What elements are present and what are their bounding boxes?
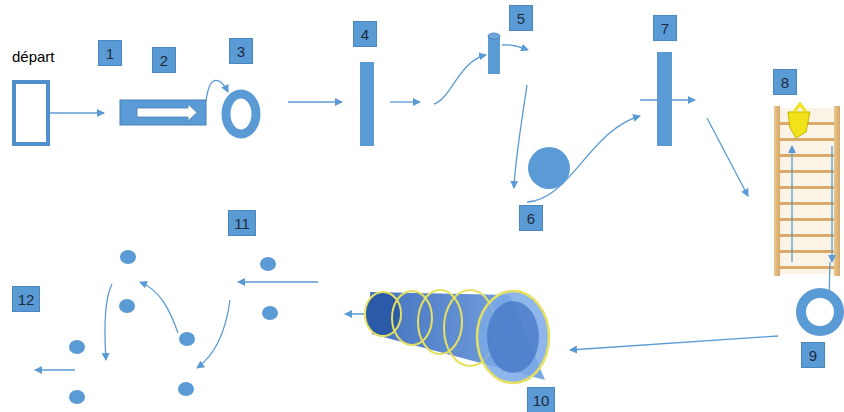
callout-number: 9: [801, 342, 825, 368]
callout-number: 7: [653, 15, 677, 41]
start-label: départ: [12, 48, 55, 65]
post: [360, 62, 374, 146]
ball: [528, 147, 570, 189]
callout-number: 8: [773, 69, 797, 95]
callout-number: 12: [12, 286, 40, 312]
callout-text: 5: [517, 11, 525, 26]
callout-number: 11: [228, 210, 256, 236]
callout-text: 6: [527, 211, 535, 226]
callout-text: 4: [361, 27, 369, 42]
tunnel: [365, 290, 549, 383]
callout-number: 3: [229, 38, 253, 64]
callout-text: 2: [160, 53, 168, 68]
callout-text: 7: [661, 21, 669, 36]
cone-top: [488, 33, 500, 39]
callout-text: 10: [533, 393, 550, 408]
callout-text: 3: [237, 44, 245, 59]
callout-number: 2: [152, 47, 176, 73]
callout-number: 5: [509, 5, 533, 31]
callout-number: 1: [98, 40, 122, 66]
callout-text: 11: [234, 216, 250, 231]
post: [657, 52, 672, 146]
hoop: [801, 293, 839, 331]
bench: [120, 100, 206, 125]
slalom-markers: [69, 250, 278, 404]
callout-text: 12: [18, 292, 35, 307]
hoop: [226, 94, 256, 134]
callout-number: 6: [519, 205, 543, 231]
callout-number: 10: [527, 387, 555, 412]
bench-arrow: [137, 104, 197, 121]
climb-arrows: [792, 146, 832, 300]
callout-text: 8: [781, 75, 789, 90]
callout-text: 9: [809, 348, 817, 363]
callout-text: 1: [106, 46, 114, 61]
callout-number: 4: [353, 21, 377, 47]
start-box: départ: [12, 80, 50, 146]
wall-bars: [774, 104, 840, 276]
cone: [488, 36, 500, 74]
